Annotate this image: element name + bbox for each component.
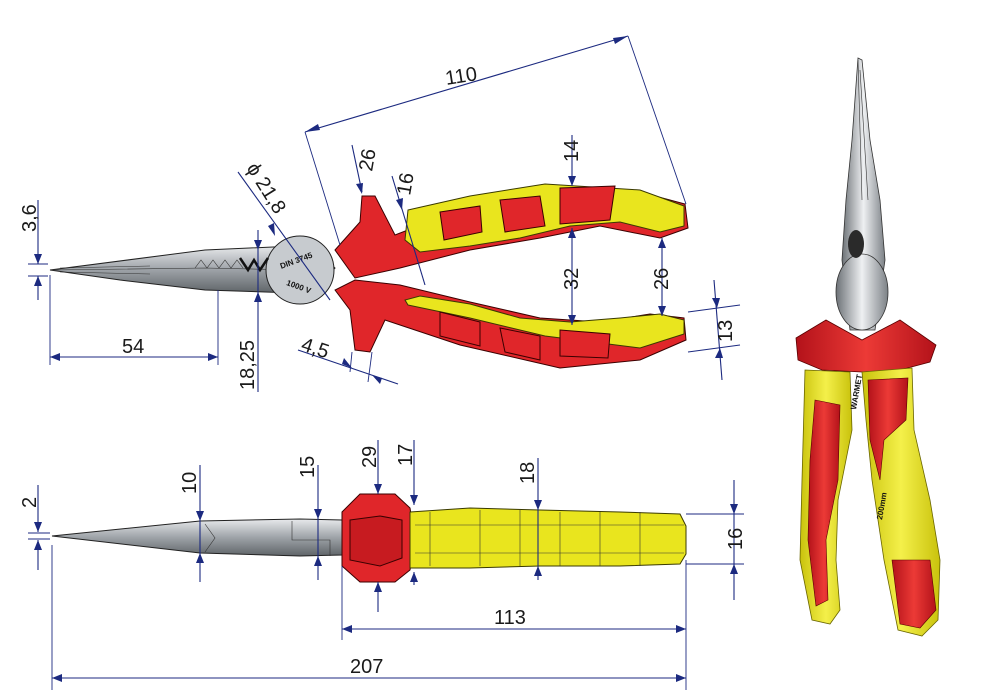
dim-handle-end: 26	[651, 268, 673, 290]
dim-overall-length: 207	[350, 656, 383, 678]
dim-handle-top: 14	[561, 140, 583, 162]
side-grip	[409, 507, 687, 569]
dim-jaw-length: 54	[122, 336, 144, 358]
logo-icon	[238, 257, 270, 273]
side-jaw	[51, 518, 343, 557]
upper-handle-yellow	[404, 183, 685, 253]
dim-joint-thickness: 15	[297, 456, 319, 478]
dim-guard-height: 29	[359, 446, 381, 468]
dim-grip-height: 18	[517, 462, 539, 484]
dim-guard-gap: 16	[393, 171, 419, 197]
dim-handle-spread: 32	[561, 268, 583, 290]
photo-brand: WARMET	[849, 374, 864, 411]
dim-tip-thickness: 2	[19, 497, 41, 508]
dim-guard-thickness: 4,5	[298, 334, 331, 364]
dim-handle-length: 113	[494, 607, 526, 629]
dim-guard-inner: 17	[395, 444, 417, 466]
dim-handle-end-thickness: 13	[715, 320, 737, 342]
top-view-pliers: DIN 3745 1000 V	[49, 183, 689, 369]
side-view-dimensions: 2 10 15 29 17 18 16	[19, 440, 747, 690]
product-photo: WARMET 200mm	[795, 57, 941, 637]
dim-overall-arm: 110	[444, 63, 479, 90]
dim-pivot-diameter: ϕ 21,8	[242, 159, 290, 218]
dim-grip-end: 16	[725, 528, 747, 550]
dim-jaw-thickness: 10	[179, 472, 201, 494]
dim-guard-width: 26	[355, 147, 381, 173]
dim-tip-width: 3,6	[19, 204, 41, 232]
dim-pivot-offset: 18,25	[237, 340, 259, 390]
side-view-pliers	[51, 493, 687, 583]
photo-guard	[795, 319, 937, 373]
